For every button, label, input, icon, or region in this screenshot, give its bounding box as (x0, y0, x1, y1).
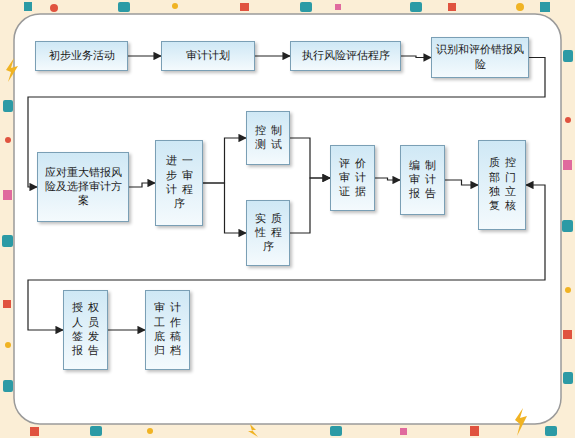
flow-arrow (203, 138, 246, 183)
flow-arrow (129, 183, 155, 187)
process-box: 质控部门独立复核 (478, 140, 526, 230)
text-stack: 审计工作底稿归档 (150, 301, 185, 358)
process-box: 编制审计报告 (400, 145, 445, 215)
process-box: 进一步审计程序 (155, 140, 203, 226)
flow-arrow (203, 183, 246, 233)
flow-arrow (290, 178, 330, 233)
text-stack: 授权人员签发报告 (68, 301, 103, 358)
text-stack: 识别和评价错报风险 (436, 43, 524, 72)
box-label: 审计计划 (186, 49, 230, 63)
text-stack: 控制测试 (251, 124, 285, 153)
process-box: 实质性程序 (246, 200, 290, 266)
process-box: 评价审计证据 (330, 145, 375, 211)
flow-arrow (290, 138, 330, 178)
box-label: 应对重大错报风险及选择审计方案 (42, 166, 124, 209)
text-stack: 进一步审计程序 (160, 154, 198, 211)
box-label: 编制审计报告 (405, 159, 445, 202)
box-label: 授权人员签发报告 (68, 301, 108, 358)
process-box: 初步业务活动 (35, 41, 128, 71)
box-label: 实质性程序 (251, 212, 290, 255)
flow-arrow (401, 56, 431, 58)
process-box: 执行风险评估程序 (290, 41, 401, 71)
text-stack: 编制审计报告 (405, 159, 440, 202)
flow-arrow (108, 329, 145, 330)
text-stack: 执行风险评估程序 (302, 49, 390, 63)
box-label: 执行风险评估程序 (302, 49, 390, 63)
text-stack: 应对重大错报风险及选择审计方案 (42, 166, 124, 209)
text-stack: 评价审计证据 (335, 157, 370, 200)
box-label: 控制测试 (251, 124, 290, 153)
flow-arrow (255, 55, 290, 56)
process-box: 应对重大错报风险及选择审计方案 (37, 152, 129, 222)
text-stack: 审计计划 (186, 49, 230, 63)
box-label: 评价审计证据 (335, 157, 375, 200)
flow-arrow (128, 55, 161, 56)
flow-arrow (445, 180, 478, 185)
flow-arrow (375, 178, 400, 180)
box-label: 质控部门独立复核 (483, 156, 526, 213)
text-stack: 质控部门独立复核 (483, 156, 521, 213)
box-label: 审计工作底稿归档 (150, 301, 190, 358)
process-box: 授权人员签发报告 (63, 290, 108, 370)
frame (14, 14, 561, 424)
text-stack: 初步业务活动 (49, 49, 115, 63)
box-label: 进一步审计程序 (160, 154, 203, 211)
process-box: 识别和评价错报风险 (431, 37, 529, 78)
process-box: 控制测试 (246, 111, 290, 165)
box-label: 初步业务活动 (49, 49, 115, 63)
process-box: 审计计划 (161, 41, 255, 71)
text-stack: 实质性程序 (251, 212, 285, 255)
box-label: 识别和评价错报风险 (436, 43, 524, 72)
process-box: 审计工作底稿归档 (145, 290, 190, 370)
